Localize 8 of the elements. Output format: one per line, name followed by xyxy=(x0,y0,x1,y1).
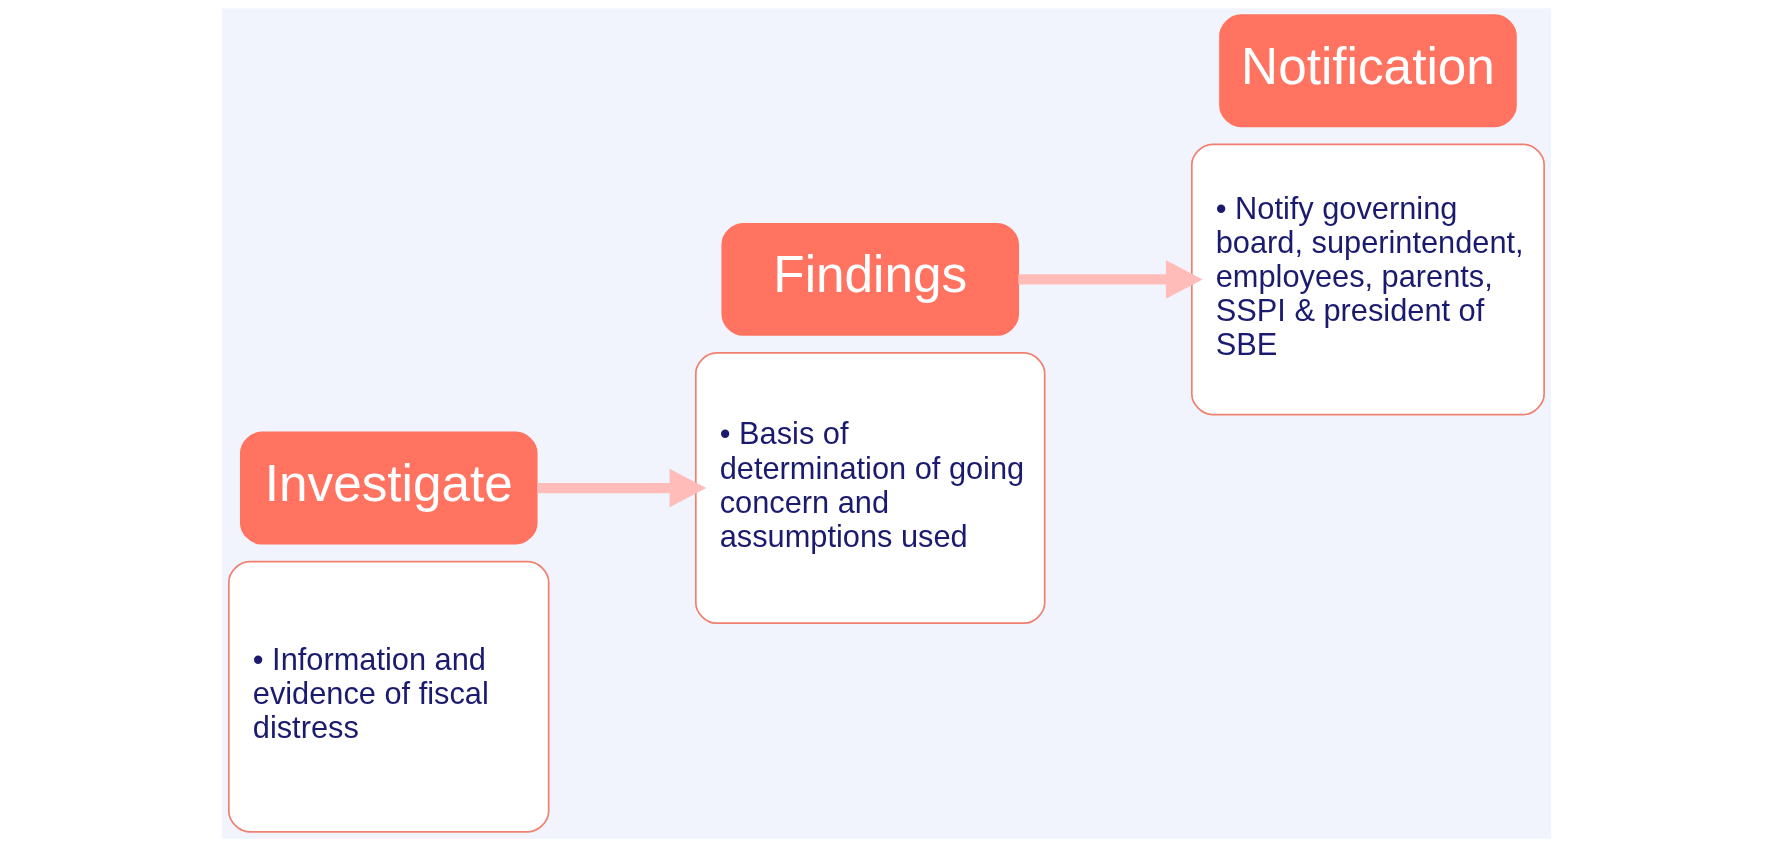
arrow xyxy=(537,468,707,508)
node-box: Findings xyxy=(721,222,1020,336)
node-box: • Information and evidence of fiscal distress xyxy=(228,560,550,833)
node-box: Investigate xyxy=(239,431,538,545)
arrow xyxy=(1018,260,1203,299)
node-box: • Basis of determination of going concern and assumptions used xyxy=(694,352,1046,625)
node-box: Notification xyxy=(1219,14,1517,128)
node-box: • Notify governing board, superintendent, employees, parents, SSPI & president of SBE xyxy=(1190,143,1545,416)
